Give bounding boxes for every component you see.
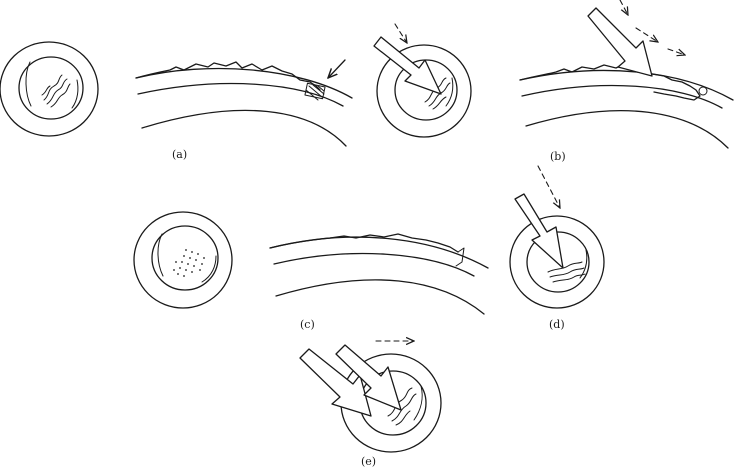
spatula-arrow-e-right bbox=[335, 344, 402, 411]
eye-front-view-b bbox=[373, 23, 472, 138]
panel-a: (a) bbox=[0, 41, 353, 161]
panel-label-d: (d) bbox=[549, 318, 565, 331]
motion-arrow-b-2 bbox=[635, 27, 658, 42]
flap-striae-d bbox=[547, 261, 586, 283]
cornea-cross-section-c bbox=[269, 233, 489, 315]
motion-arrow-b-3 bbox=[667, 48, 685, 55]
panel-label-e: (e) bbox=[361, 455, 376, 468]
flap-striae-a bbox=[41, 74, 71, 108]
panel-e: (e) bbox=[299, 341, 442, 468]
lifted-flap-edge-b bbox=[519, 63, 701, 101]
cornea-cross-section-b bbox=[519, 0, 734, 149]
panel-label-c: (c) bbox=[300, 318, 315, 331]
panel-label-a: (a) bbox=[172, 148, 187, 161]
repositioned-flap-edge-c bbox=[269, 233, 459, 253]
flap-striae-e bbox=[387, 387, 417, 426]
flap-margin-c bbox=[455, 247, 465, 267]
flap-hinge-b bbox=[698, 86, 708, 96]
eye-front-view-d bbox=[509, 165, 605, 309]
panel-c: (c) bbox=[133, 211, 489, 331]
eye-front-view-c bbox=[133, 211, 233, 309]
spatula-arrow-b bbox=[373, 36, 442, 95]
pointer-arrow-a bbox=[328, 59, 346, 78]
spatula-arrow-d bbox=[514, 193, 564, 269]
panel-d: (d) bbox=[509, 165, 605, 331]
eye-front-view-e bbox=[299, 341, 442, 453]
motion-arrow-b bbox=[394, 23, 407, 43]
panel-label-b: (b) bbox=[550, 150, 566, 163]
eye-front-view-a bbox=[0, 41, 99, 137]
spatula-arrow-cross-b bbox=[587, 7, 653, 77]
panel-b: (b) bbox=[373, 0, 734, 163]
cornea-cross-section-a bbox=[135, 59, 353, 147]
motion-arrow-d bbox=[537, 165, 560, 208]
dotted-bed-c bbox=[173, 249, 205, 277]
motion-arrow-b-1 bbox=[619, 0, 628, 15]
lifted-flap-edge-a bbox=[135, 61, 321, 91]
